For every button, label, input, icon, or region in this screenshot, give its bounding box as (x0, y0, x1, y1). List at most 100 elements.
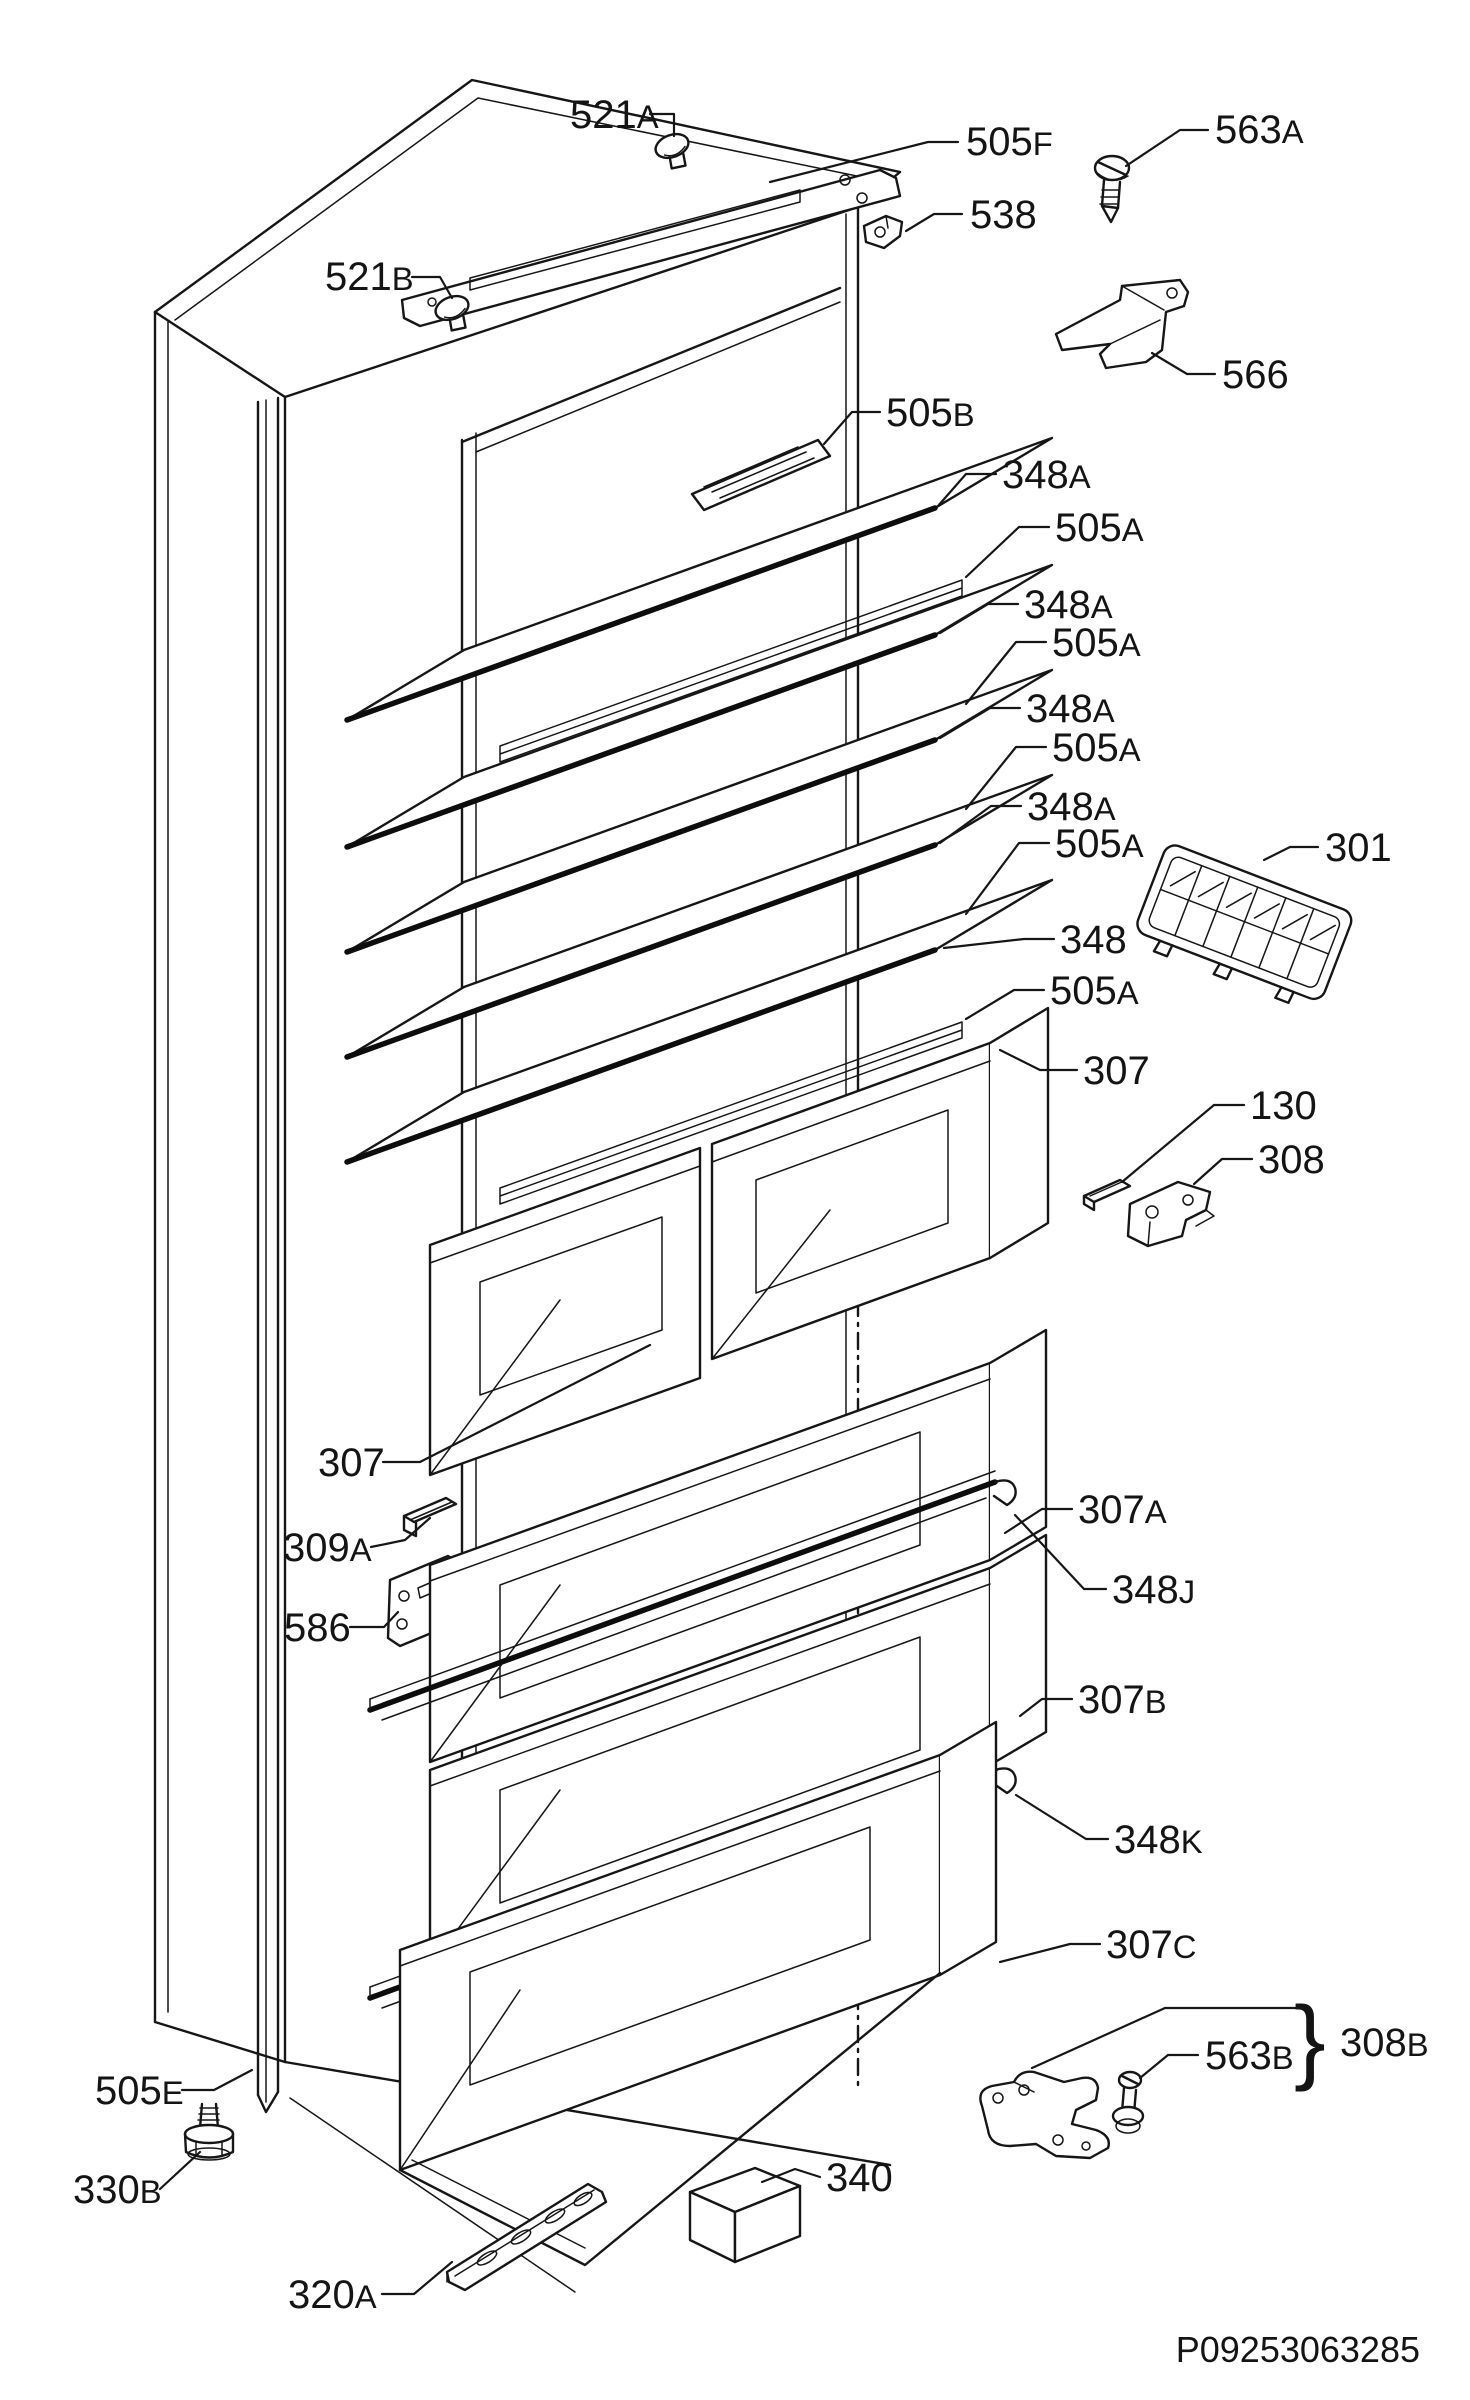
leader-label_521B (410, 275, 454, 300)
part-label-348A: 348A (1002, 453, 1091, 497)
clip-538 (862, 214, 904, 250)
leader-label_320A (380, 2260, 454, 2296)
drawer-307-left (428, 1146, 702, 1477)
leader-label_505F (768, 140, 960, 184)
part-label-563B: 563B (1205, 2034, 1294, 2078)
leader-label_505A_3 (964, 745, 1048, 811)
leader-label_348J (1013, 1513, 1108, 1591)
leader-label_340 (760, 2167, 822, 2184)
leader-label_348K (1014, 1793, 1110, 1841)
leader-label_586 (348, 1610, 400, 1629)
leader-label_309A (369, 1516, 432, 1549)
part-label-586: 586 (284, 1606, 351, 1650)
part-label-505E: 505E (95, 2069, 184, 2113)
leader-label_563A (1124, 128, 1210, 168)
screw-563A (1093, 154, 1131, 224)
part-label-348K: 348K (1114, 1818, 1203, 1862)
part-label-521B: 521B (325, 255, 414, 299)
part-label-301: 301 (1325, 826, 1392, 870)
leader-label_130 (1120, 1103, 1246, 1184)
bracket-308 (1126, 1180, 1215, 1248)
leader-label_348A_4 (938, 804, 1023, 845)
leader-label_301 (1262, 845, 1320, 862)
shelf-rail-505A-1 (499, 579, 963, 763)
part-label-505F: 505F (966, 120, 1053, 164)
leader-label_505A_1 (964, 525, 1051, 579)
part-label-521A: 521A (570, 93, 659, 137)
part-label-130: 130 (1250, 1084, 1317, 1128)
leader-label_307B (1018, 1697, 1074, 1718)
cover-348J (367, 1470, 1017, 1721)
shelf-348 (344, 878, 1054, 1165)
part-label-307C: 307C (1106, 1923, 1196, 1967)
part-label-563A: 563A (1215, 108, 1304, 152)
labels-layer: 521A505F538563A521B566505B348A505A348A50… (73, 93, 1429, 2317)
part-label-505A: 505A (1055, 822, 1144, 866)
leader-label_308 (1192, 1157, 1254, 1186)
leader-label_307_right (998, 1048, 1079, 1072)
part-label-}: } (1294, 1987, 1326, 2093)
leader-label_505E (180, 2068, 254, 2092)
part-label-566: 566 (1222, 353, 1289, 397)
part-130 (1082, 1178, 1132, 1212)
part-label-538: 538 (970, 193, 1037, 237)
leader-label_330B (158, 2150, 202, 2191)
part-label-348A: 348A (1026, 687, 1115, 731)
cap-521B (434, 294, 470, 332)
part-label-348A: 348A (1024, 583, 1113, 627)
leader-label_348A_3 (938, 706, 1022, 740)
figure-code: P09253063285 (1176, 2329, 1420, 2370)
leader-label_566 (1150, 351, 1217, 376)
leader-label_505B (822, 410, 882, 446)
cap-521A (654, 132, 690, 170)
rail-320A (445, 2182, 608, 2292)
hinge-plate-308B (979, 2070, 1110, 2160)
box-340 (688, 2166, 802, 2264)
part-label-505A: 505A (1050, 969, 1139, 1013)
bracket-566 (1054, 278, 1190, 370)
shelf-348A-4 (344, 773, 1054, 1060)
part-label-348J: 348J (1112, 1568, 1195, 1612)
leader-label_505A_5 (964, 988, 1046, 1021)
drawer-307-right (710, 1006, 1050, 1361)
leader-label_348A_2 (938, 602, 1020, 635)
drawer-307C (398, 1720, 998, 2267)
part-label-505A: 505A (1052, 621, 1141, 665)
ice-tray-301 (1136, 844, 1353, 1005)
rail-505B (690, 438, 832, 512)
leader-label_505A_4 (964, 841, 1051, 916)
leader-label_521A (648, 112, 676, 138)
shelf-348A-2 (344, 563, 1054, 850)
part-label-505B: 505B (886, 391, 975, 435)
leader-label_307A (1003, 1507, 1074, 1535)
part-label-307: 307 (1083, 1049, 1150, 1093)
leader-label_308B (1030, 2006, 1310, 2070)
part-label-308: 308 (1258, 1138, 1325, 1182)
leader-label_505A_2 (964, 640, 1048, 706)
shelf-rail-505A-5 (499, 1021, 963, 1205)
leader-label_538 (904, 212, 964, 233)
top-rail-505F (400, 168, 902, 328)
part-label-320A: 320A (288, 2273, 377, 2317)
part-label-505A: 505A (1052, 726, 1141, 770)
shelf-348A-3 (344, 668, 1054, 955)
leader-label_307_left (381, 1343, 652, 1464)
part-label-330B: 330B (73, 2168, 162, 2212)
screw-563B (1111, 2070, 1145, 2134)
leader-label_348A_1 (936, 472, 998, 508)
part-label-309A: 309A (283, 1526, 372, 1570)
foot-330B (183, 2102, 235, 2161)
trim-strip-505E (256, 396, 280, 2114)
part-label-307: 307 (318, 1441, 385, 1485)
leader-label_307C (998, 1942, 1102, 1964)
part-label-348A: 348A (1027, 785, 1116, 829)
part-label-307B: 307B (1078, 1678, 1167, 1722)
leader-label_563B (1138, 2053, 1200, 2080)
part-label-307A: 307A (1078, 1488, 1167, 1532)
part-label-340: 340 (826, 2156, 893, 2200)
part-label-505A: 505A (1055, 506, 1144, 550)
part-label-308B: 308B (1340, 2021, 1429, 2065)
part-label-348: 348 (1060, 918, 1127, 962)
